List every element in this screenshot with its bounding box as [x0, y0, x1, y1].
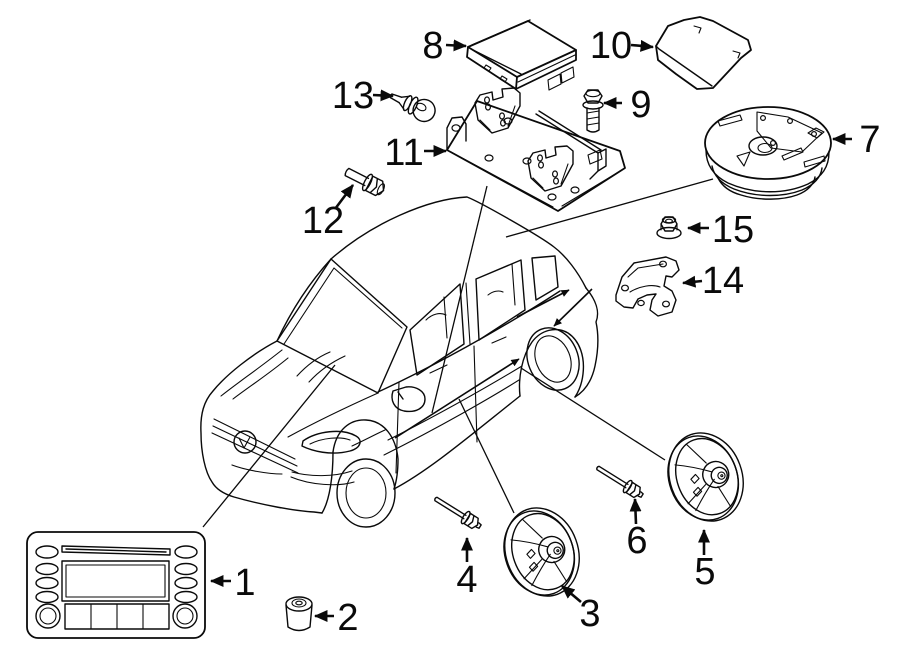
part-amplifier[interactable] — [466, 19, 577, 91]
part-subwoofer[interactable] — [704, 106, 832, 200]
part-bracket-14[interactable] — [615, 256, 680, 317]
part-screw-front[interactable] — [430, 491, 485, 534]
callout-label-13[interactable]: 13 — [332, 75, 374, 117]
callout-label-11[interactable]: 11 — [384, 132, 423, 174]
callout-label-3[interactable]: 3 — [579, 593, 600, 635]
part-screw-rear[interactable] — [592, 460, 647, 503]
callout-label-9[interactable]: 9 — [630, 84, 651, 126]
callout-label-5[interactable]: 5 — [694, 551, 715, 593]
part-front-door-speaker[interactable] — [491, 496, 592, 608]
part-flange-nut[interactable] — [656, 216, 682, 240]
part-cover[interactable] — [655, 16, 752, 90]
callout-labels: 1 2 3 4 5 6 7 8 9 10 11 12 13 14 15 — [234, 25, 880, 639]
vehicle-outline — [200, 196, 599, 528]
part-bolt-9[interactable] — [582, 89, 604, 133]
callout-label-6[interactable]: 6 — [626, 520, 647, 562]
leader-lines — [202, 178, 714, 528]
callout-label-14[interactable]: 14 — [702, 260, 744, 302]
part-rear-door-speaker[interactable] — [655, 421, 756, 533]
callout-label-2[interactable]: 2 — [337, 597, 358, 639]
callout-label-1[interactable]: 1 — [234, 562, 255, 604]
part-grommet[interactable] — [285, 596, 313, 632]
callout-label-10[interactable]: 10 — [590, 25, 632, 67]
callout-label-4[interactable]: 4 — [456, 559, 477, 601]
part-bolt-12[interactable] — [342, 164, 388, 199]
callout-label-15[interactable]: 15 — [712, 209, 754, 251]
callout-label-12[interactable]: 12 — [302, 200, 344, 242]
callout-label-8[interactable]: 8 — [422, 25, 443, 67]
part-retainer-pin[interactable] — [386, 85, 439, 125]
part-radio-head-unit[interactable] — [26, 531, 206, 639]
callout-label-7[interactable]: 7 — [859, 119, 880, 161]
part-mounting-plate[interactable] — [446, 87, 626, 212]
callout-arrows — [209, 39, 852, 622]
